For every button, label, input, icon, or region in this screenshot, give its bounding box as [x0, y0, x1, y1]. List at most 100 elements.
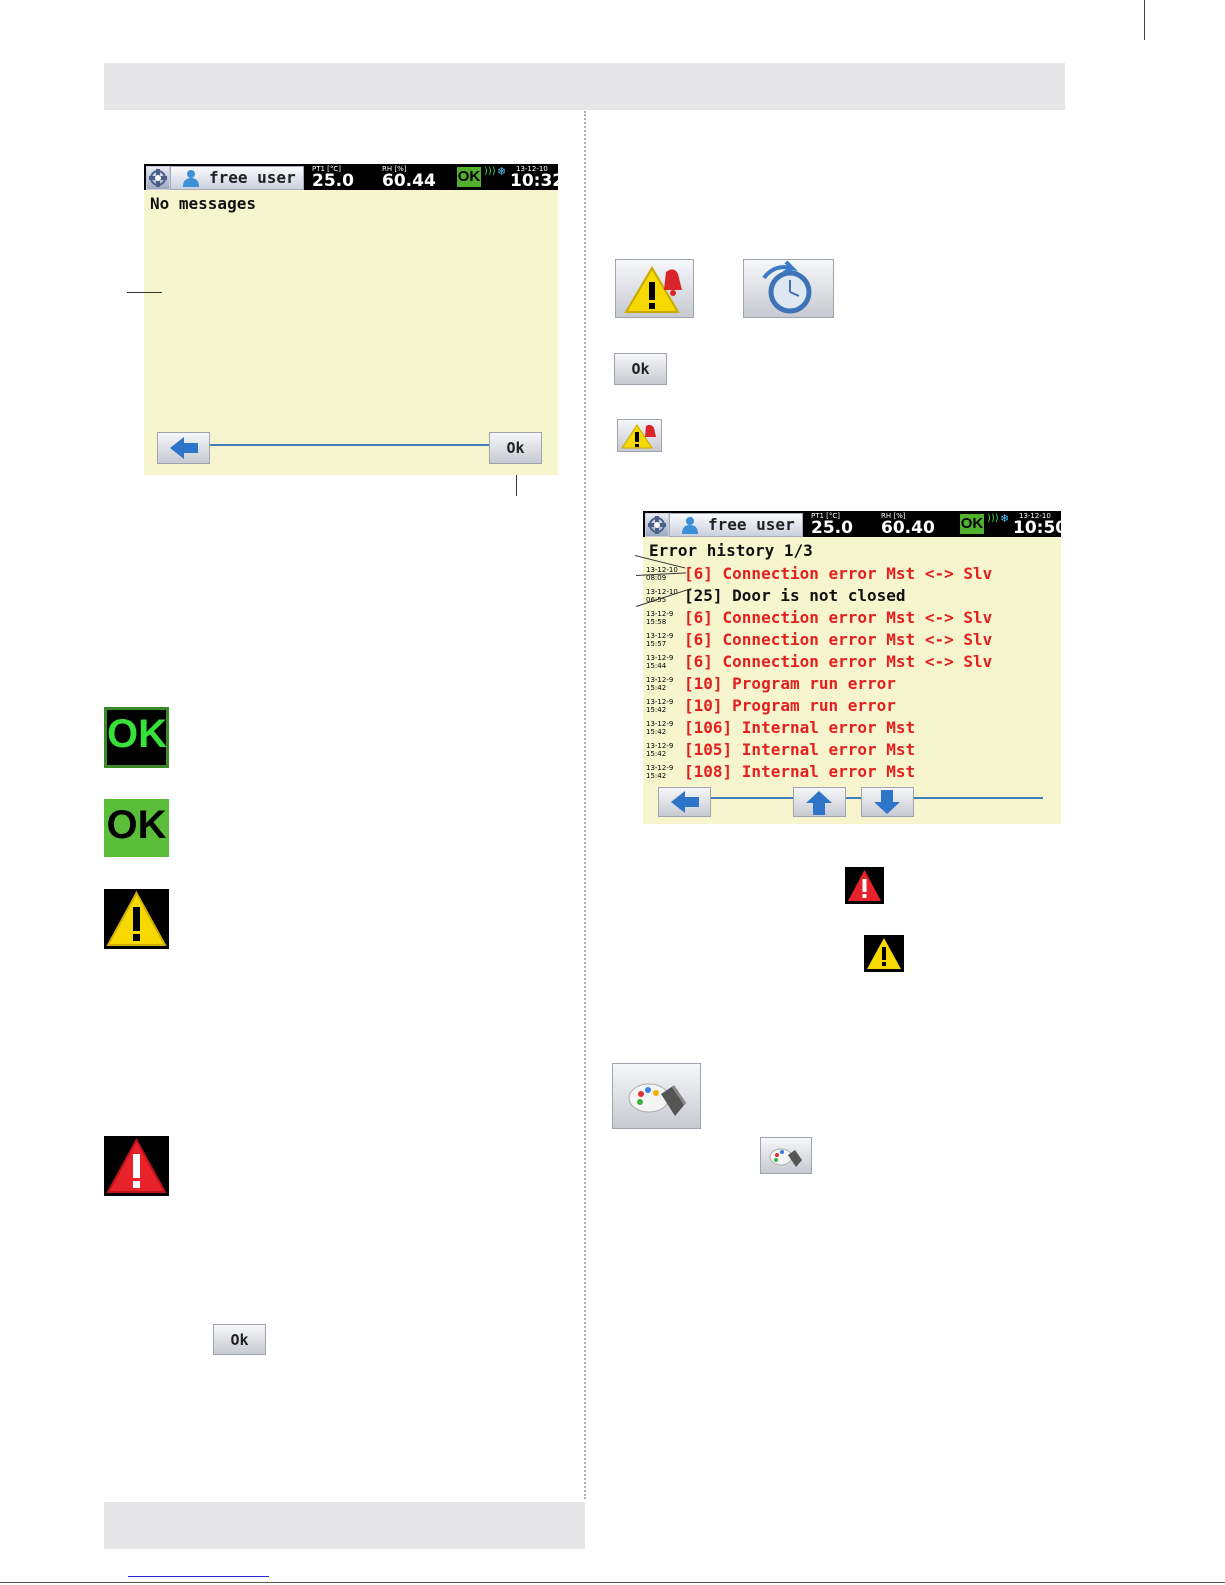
user-icon: [183, 170, 199, 187]
history-clock-icon: [762, 260, 812, 314]
error-text: [108] Internal error Mst: [684, 762, 916, 781]
pt1-label: PT1 [°C]: [312, 165, 342, 173]
ok-dark-icon: OK: [104, 707, 169, 768]
pt1-label: PT1 [°C]: [811, 512, 841, 520]
ok-dark-text: OK: [107, 712, 167, 756]
warning-icon: [867, 938, 901, 969]
wifi-icon: ))): [987, 513, 999, 524]
home-button[interactable]: [645, 513, 669, 537]
error-date: 13-12-9: [646, 742, 674, 750]
alarm-history-button[interactable]: [615, 259, 694, 318]
snowflake-icon: ❄: [1000, 512, 1010, 525]
error-date: 13-12-10: [646, 588, 678, 596]
error-date: 13-12-9: [646, 764, 674, 772]
error-date: 13-12-10: [646, 566, 678, 574]
nav-line: [204, 444, 494, 446]
error-text: [106] Internal error Mst: [684, 718, 916, 737]
warning-icon: [106, 890, 167, 946]
error-date: 13-12-9: [646, 632, 674, 640]
alarm-red-icon: [104, 1136, 169, 1196]
status-date: 13-12-10: [516, 165, 548, 173]
ok-button-icon-label: Ok: [631, 360, 650, 378]
user-icon: [682, 517, 698, 534]
snowflake-icon: ❄: [497, 165, 507, 178]
status-bar: free user PT1 [°C] 25.0 RH [%] 60.44 OK …: [144, 164, 558, 190]
error-date: 13-12-9: [646, 610, 674, 618]
error-text: [105] Internal error Mst: [684, 740, 916, 759]
home-button[interactable]: [146, 166, 170, 190]
sound-settings-small-button[interactable]: [760, 1137, 812, 1174]
rh-label: RH [%]: [881, 512, 906, 520]
error-row: 13-12-1006:55[25] Door is not closed: [646, 585, 1058, 607]
ok-button[interactable]: Ok: [489, 432, 542, 464]
back-button[interactable]: [658, 787, 711, 817]
user-button[interactable]: free user: [669, 513, 803, 537]
ok-button-icon[interactable]: Ok: [614, 353, 667, 385]
top-right-rule: [1144, 0, 1145, 40]
no-messages-text: No messages: [150, 194, 256, 213]
error-date: 13-12-9: [646, 698, 674, 706]
warning-yellow-icon: [104, 889, 169, 949]
header-band: [104, 63, 1065, 110]
footer-rule: [0, 1582, 1225, 1583]
error-history-screen: free user PT1 [°C] 25.0 RH [%] 60.40 OK …: [643, 511, 1061, 824]
rh-value: 60.40: [881, 518, 935, 538]
sound-settings-button[interactable]: [612, 1063, 701, 1129]
error-text: [6] Connection error Mst <-> Slv: [684, 608, 993, 627]
home-icon: [648, 516, 666, 534]
alarm-bell-warning-small-icon: [621, 424, 656, 449]
home-icon: [149, 169, 167, 187]
ok-light-text: OK: [106, 803, 167, 847]
arrow-left-icon: [671, 791, 699, 813]
user-name: free user: [708, 515, 795, 534]
scroll-up-button[interactable]: [793, 787, 846, 817]
history-clock-button[interactable]: [743, 259, 834, 318]
error-text: [10] Program run error: [684, 674, 896, 693]
scroll-down-button[interactable]: [861, 787, 914, 817]
error-text: [25] Door is not closed: [684, 586, 906, 605]
error-date: 13-12-9: [646, 654, 674, 662]
arrow-left-icon: [170, 437, 198, 459]
warning-yellow-small-icon: [864, 935, 904, 972]
status-date: 13-12-10: [1019, 512, 1051, 520]
error-date: 13-12-9: [646, 720, 674, 728]
alarm-icon: [106, 1137, 167, 1193]
error-text: [6] Connection error Mst <-> Slv: [684, 652, 993, 671]
error-history-title: Error history 1/3: [649, 541, 813, 560]
error-time: 15:44: [646, 662, 667, 670]
palette-speaker-small-icon: [769, 1148, 802, 1167]
column-divider: [584, 111, 586, 1499]
pt1-value: 25.0: [811, 518, 853, 538]
user-name: free user: [209, 168, 296, 187]
pt1-value: 25.0: [312, 171, 354, 191]
alarm-red-small-icon: [845, 867, 884, 904]
status-ok-badge: OK: [457, 167, 481, 187]
error-time: 15:57: [646, 640, 667, 648]
ok-inline-label: Ok: [230, 1331, 249, 1349]
arrow-up-icon: [806, 791, 832, 815]
user-button[interactable]: free user: [170, 166, 304, 190]
callout-line-message: [127, 292, 162, 293]
error-time: 15:58: [646, 618, 667, 626]
error-time: 08:09: [646, 574, 667, 582]
ok-inline-button-left[interactable]: Ok: [213, 1324, 266, 1355]
alarm-history-small-button[interactable]: [617, 419, 662, 452]
status-ok-badge: OK: [960, 514, 984, 534]
back-button[interactable]: [157, 432, 210, 464]
status-bar: free user PT1 [°C] 25.0 RH [%] 60.40 OK …: [643, 511, 1061, 537]
status-time: 10:50: [1013, 518, 1061, 538]
